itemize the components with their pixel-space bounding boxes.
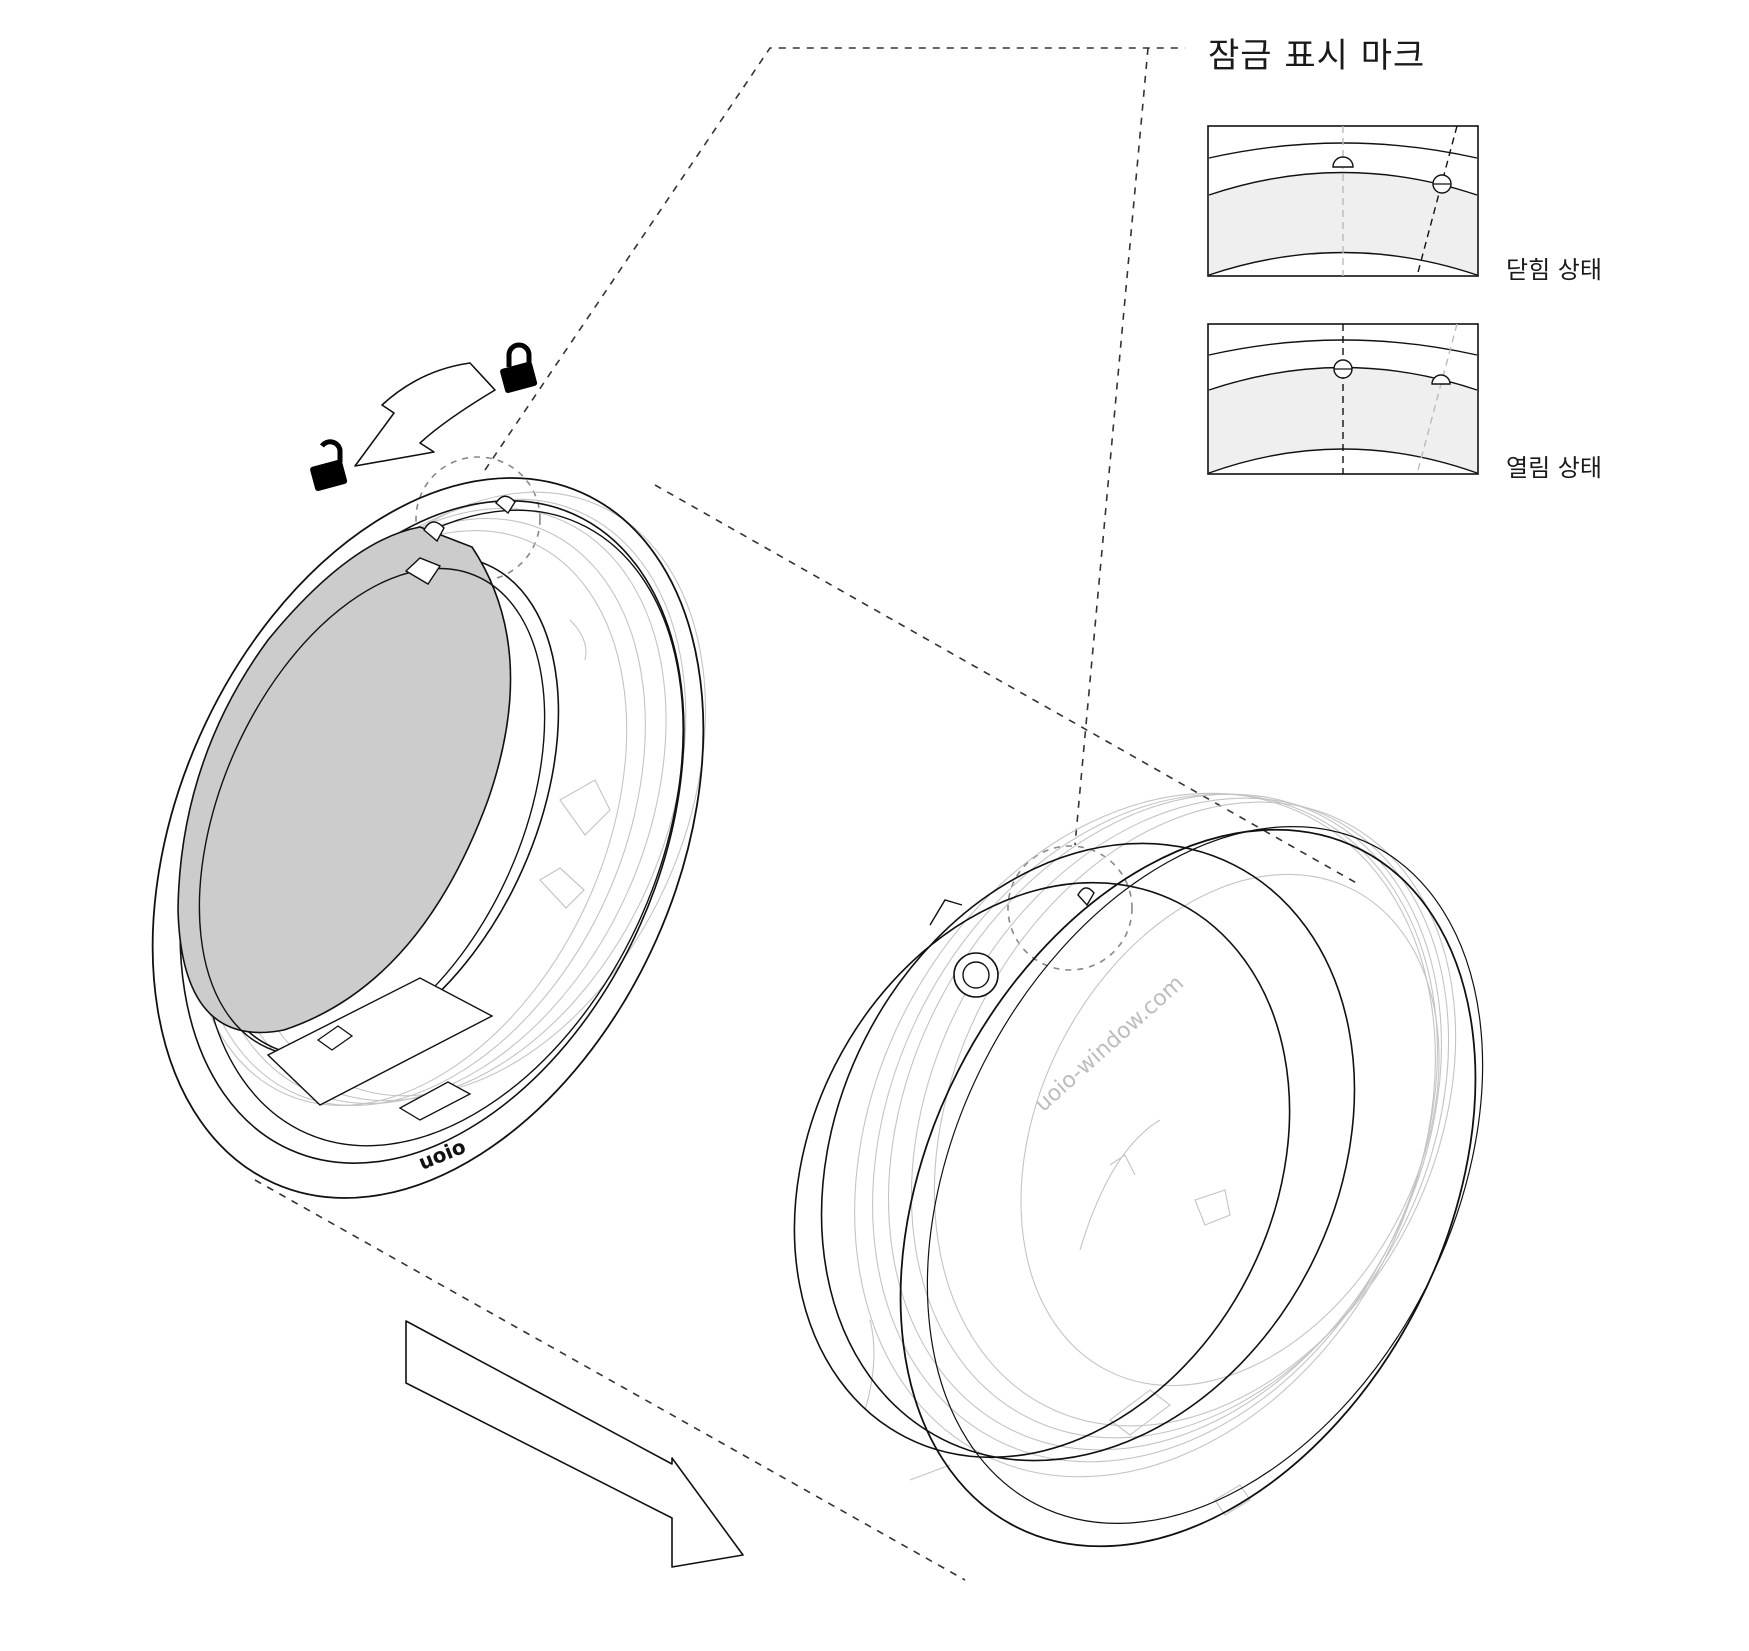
padlock-closed-icon <box>500 342 538 394</box>
rear-cap-side-text: uoio-window.com <box>1030 971 1188 1117</box>
open-detail-reference-line <box>1416 323 1458 475</box>
front-ring-part <box>151 477 707 1199</box>
front-ring-outer-edge <box>151 477 705 1199</box>
front-ring-lock-mark-2 <box>495 495 516 515</box>
open-state-label: 열림 상태 <box>1506 454 1602 482</box>
closed-detail-fixed-mark <box>1332 156 1354 168</box>
front-ring-lens <box>177 526 512 1034</box>
open-detail-offset-mark <box>1431 374 1451 385</box>
rear-cap-knob-center <box>962 961 990 989</box>
leader-line-detail <box>1074 47 1149 846</box>
front-ring-clip-top <box>404 557 442 585</box>
leader-lines <box>254 47 1361 1581</box>
front-ring-hook <box>539 867 585 909</box>
rear-cap-lock-mark <box>1077 887 1095 907</box>
rear-cap-part <box>793 792 1484 1548</box>
rear-cap-step <box>929 899 963 926</box>
front-ring-latch-plate <box>266 977 494 1106</box>
rear-cap-face-edge <box>926 826 1484 1524</box>
open-state-detail <box>1207 323 1479 475</box>
padlock-open-icon <box>310 439 348 492</box>
rear-cap-flange-back <box>793 881 1291 1459</box>
leader-line-top <box>484 47 1185 471</box>
front-ring-logo: uoio <box>415 1134 469 1174</box>
closed-detail-mark-line <box>1416 125 1458 277</box>
closed-state-detail <box>1207 125 1479 277</box>
lock-mark-zoom-circle-cap <box>1007 845 1133 971</box>
front-ring-lens-seat <box>198 567 546 1057</box>
rotate-counterclockwise-arrow <box>354 362 496 467</box>
lock-mark-title-label: 잠금 표시 마크 <box>1208 36 1426 76</box>
push-direction-arrow <box>405 1320 744 1568</box>
front-ring-latch-tab <box>316 1025 354 1051</box>
rear-cap-knob <box>953 952 999 998</box>
front-ring-lock-mark <box>423 521 445 543</box>
rear-cap-hidden-lines <box>854 792 1457 1516</box>
closed-state-label: 닫힘 상태 <box>1506 256 1602 284</box>
projection-line-upper <box>654 484 1361 886</box>
rear-cap-outer-edge <box>899 828 1477 1548</box>
front-ring-bottom-tab <box>398 1081 472 1121</box>
projection-line-lower <box>254 1179 966 1581</box>
rear-cap-flange-front <box>820 842 1356 1462</box>
